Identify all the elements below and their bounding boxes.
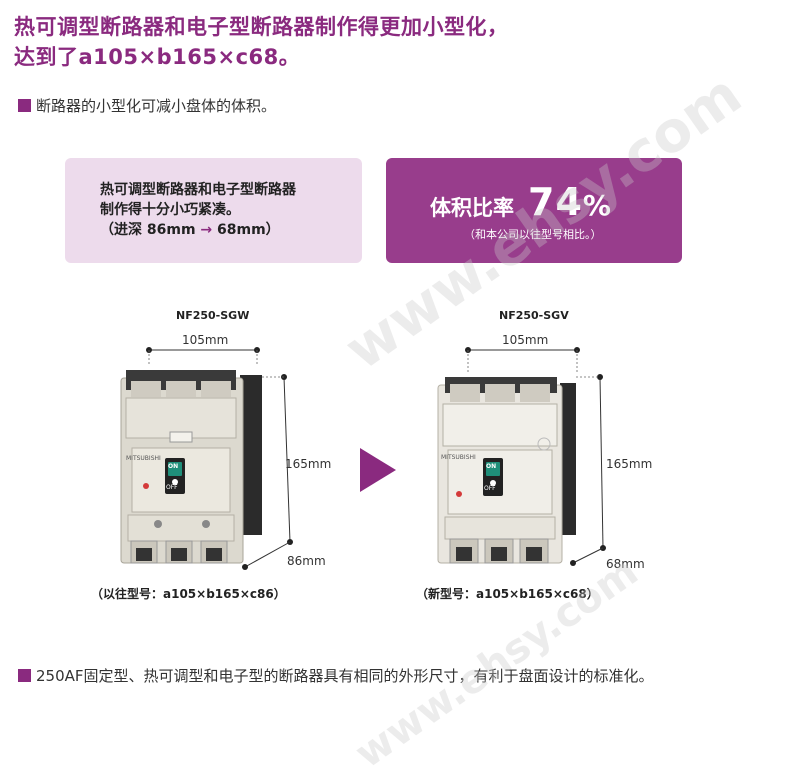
volume-ratio-note: （和本公司以往型号相比。） (464, 228, 602, 241)
new-width-label: 105mm (502, 333, 549, 347)
new-width-dimension (465, 347, 580, 372)
compact-info-line-1: 热可调型断路器和电子型断路器 (100, 182, 296, 198)
standardization-bullet: 250AF固定型、热可调型和电子型的断路器具有相同的外形尺寸，有利于盘面设计的标… (18, 665, 654, 686)
new-height-dimension (576, 374, 606, 551)
volume-ratio-row: 体积比率 74 % (430, 180, 611, 224)
comparison-arrow-icon (360, 448, 396, 492)
compact-info-line-2: 制作得十分小巧紧凑。 (100, 202, 240, 218)
new-breaker-on-label: ON (486, 463, 497, 470)
right-arrow-icon: → (200, 222, 213, 238)
headline-line-2: 达到了a105×b165×c68。 (14, 45, 301, 69)
old-width-label: 105mm (182, 333, 229, 347)
old-breaker-off-label: OFF (166, 484, 178, 491)
new-model-label: NF250-SGV (499, 309, 569, 322)
old-width-dimension (146, 347, 260, 365)
bullet-square-icon (18, 99, 31, 112)
old-model-label: NF250-SGW (176, 309, 250, 322)
new-depth-label: 68mm (606, 557, 645, 571)
old-depth-dimension (242, 541, 291, 570)
headline-line-1: 热可调型断路器和电子型断路器制作得更加小型化， (14, 15, 509, 39)
intro-bullet-text: 断路器的小型化可减小盘体的体积。 (36, 97, 277, 115)
volume-ratio-unit: % (582, 189, 611, 222)
new-breaker-image (437, 377, 576, 564)
depth-change-prefix: （进深 86mm (100, 222, 201, 238)
old-model-caption: （以往型号：a105×b165×c86） (91, 587, 286, 601)
intro-bullet: 断路器的小型化可减小盘体的体积。 (18, 95, 276, 116)
standardization-bullet-text: 250AF固定型、热可调型和电子型的断路器具有相同的外形尺寸，有利于盘面设计的标… (36, 667, 654, 685)
new-breaker-off-label: OFF (484, 485, 496, 492)
volume-ratio-value: 74 (528, 180, 583, 224)
old-height-label: 165mm (285, 457, 332, 471)
old-breaker-brand: MITSUBISHI (126, 455, 161, 462)
breaker-illustration (120, 347, 606, 570)
new-depth-dimension (570, 547, 604, 566)
bullet-square-icon (18, 669, 31, 682)
compact-info-text: 热可调型断路器和电子型断路器 制作得十分小巧紧凑。 （进深 86mm → 68m… (100, 180, 355, 240)
volume-ratio-box: 体积比率 74 % （和本公司以往型号相比。） (386, 158, 682, 263)
old-depth-label: 86mm (287, 554, 326, 568)
volume-ratio-label: 体积比率 (430, 196, 514, 220)
compact-info-box: 热可调型断路器和电子型断路器 制作得十分小巧紧凑。 （进深 86mm → 68m… (65, 158, 362, 263)
new-breaker-brand: MITSUBISHI (441, 454, 476, 461)
new-height-label: 165mm (606, 457, 653, 471)
headline: 热可调型断路器和电子型断路器制作得更加小型化， 达到了a105×b165×c68… (14, 12, 774, 72)
old-breaker-on-label: ON (168, 463, 179, 470)
new-model-caption: （新型号：a105×b165×c68） (416, 587, 599, 601)
depth-change-suffix: 68mm） (212, 222, 280, 238)
compact-info-line-3: （进深 86mm → 68mm） (100, 220, 355, 240)
old-breaker-image (120, 370, 262, 564)
old-height-dimension (262, 374, 293, 545)
